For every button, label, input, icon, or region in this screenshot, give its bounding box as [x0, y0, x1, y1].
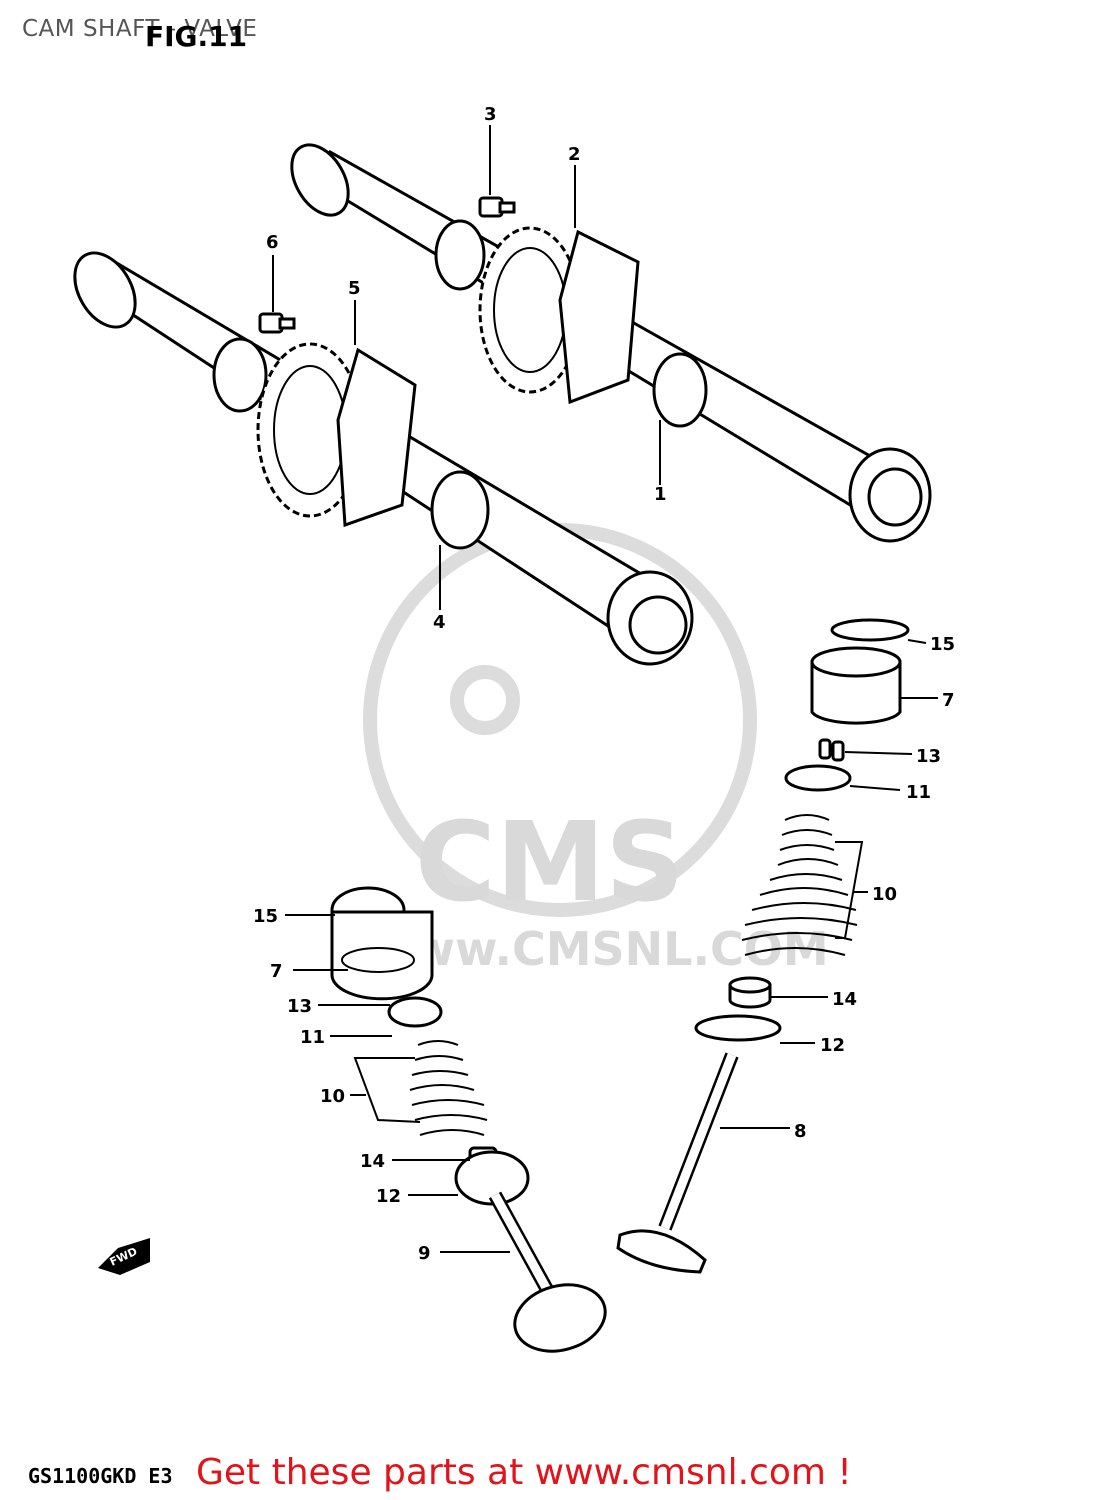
tappet-left: [330, 910, 434, 1001]
figure-number: FIG.11: [145, 20, 248, 53]
callout-3: 3: [484, 104, 497, 125]
callout-15-right: 15: [930, 634, 955, 655]
leader-15b: [907, 639, 927, 644]
valve-assembly-right: [616, 618, 910, 1274]
model-code: GS1100GKD E3: [28, 1464, 173, 1488]
watermark-face: [450, 665, 520, 735]
bolt-lower-shank: [278, 317, 296, 330]
camshaft-lower-end-left: [73, 251, 137, 329]
callout-1: 1: [654, 484, 667, 505]
callout-13-right: 13: [916, 746, 941, 767]
valve-springs-left: [409, 1040, 488, 1136]
callout-11-left: 11: [300, 1027, 325, 1048]
camshaft-upper-end-left: [290, 143, 350, 217]
valve-springs-right: [741, 814, 858, 956]
page-title: CAM SHAFT - VALVE: [22, 16, 258, 42]
valve-assembly-left: [330, 886, 607, 1353]
sprocket-upper: [478, 226, 640, 405]
promo-link[interactable]: Get these parts at www.cmsnl.com !: [196, 1452, 852, 1493]
valve-head-left: [513, 1283, 607, 1353]
callout-13-left: 13: [287, 996, 312, 1017]
shim-right: [830, 618, 910, 642]
callout-10-left: 10: [320, 1086, 345, 1107]
valve-head-right: [616, 1229, 707, 1274]
leader-10a-bracket: [353, 1057, 421, 1123]
callout-15-left: 15: [253, 906, 278, 927]
callout-5: 5: [348, 278, 361, 299]
valve-stem-left-fill: [491, 1192, 554, 1298]
tappet-left-ring: [341, 947, 415, 973]
cotter-right-a: [818, 738, 832, 760]
callout-9: 9: [418, 1243, 431, 1264]
leader-lines: [272, 125, 938, 1253]
leader-13b: [844, 751, 913, 755]
forward-direction-badge: FWD: [98, 1238, 150, 1275]
stem-seal-right-top: [728, 976, 772, 994]
sprocket-lower: [256, 342, 417, 528]
retainer-right: [784, 764, 852, 792]
watermark-url: www.CMSNL.COM: [370, 922, 829, 976]
tappet-right-top: [810, 646, 902, 678]
callout-10-right: 10: [872, 884, 897, 905]
forward-arrow-icon: [98, 1238, 150, 1275]
valve-stem-right-fill: [660, 1053, 737, 1230]
cotter-right-b: [831, 740, 845, 762]
tappet-right: [810, 660, 902, 725]
cms-watermark: CMS www.CMSNL.COM: [363, 523, 829, 976]
sprocket-bolt-upper: [478, 196, 516, 218]
callout-6: 6: [266, 232, 279, 253]
callout-labels: 3 2 6 5 1 4 15 7 13 11 10 14 12 8 15 7 1…: [253, 104, 955, 1264]
callout-11-right: 11: [906, 782, 931, 803]
callout-14-right: 14: [832, 989, 857, 1010]
leader-11b: [849, 785, 901, 791]
callout-8: 8: [794, 1121, 807, 1142]
camshaft-upper-lobe-1: [434, 219, 486, 291]
sprocket-bolt-lower: [258, 312, 296, 334]
retainer-left: [387, 996, 443, 1028]
camshaft-lower-lobe-1: [212, 337, 268, 413]
sprocket-upper-flange: [558, 229, 640, 405]
callout-2: 2: [568, 144, 581, 165]
camshaft-upper-end-cap: [867, 467, 923, 527]
callout-4: 4: [433, 612, 446, 633]
watermark-brand: CMS: [415, 798, 684, 926]
camshaft-lower-lobe-2: [430, 470, 490, 550]
callout-7-left: 7: [270, 961, 283, 982]
sprocket-lower-flange: [336, 347, 417, 528]
camshaft-lower-end-cap: [628, 595, 688, 655]
callout-12-left: 12: [376, 1186, 401, 1207]
leader-10b-bracket: [835, 841, 864, 939]
camshaft-upper-lobe-2: [652, 352, 708, 428]
callout-7-right: 7: [942, 690, 955, 711]
bolt-upper-shank: [498, 201, 516, 214]
callout-12-right: 12: [820, 1035, 845, 1056]
callout-14-left: 14: [360, 1151, 385, 1172]
spring-seat-right: [694, 1014, 782, 1042]
